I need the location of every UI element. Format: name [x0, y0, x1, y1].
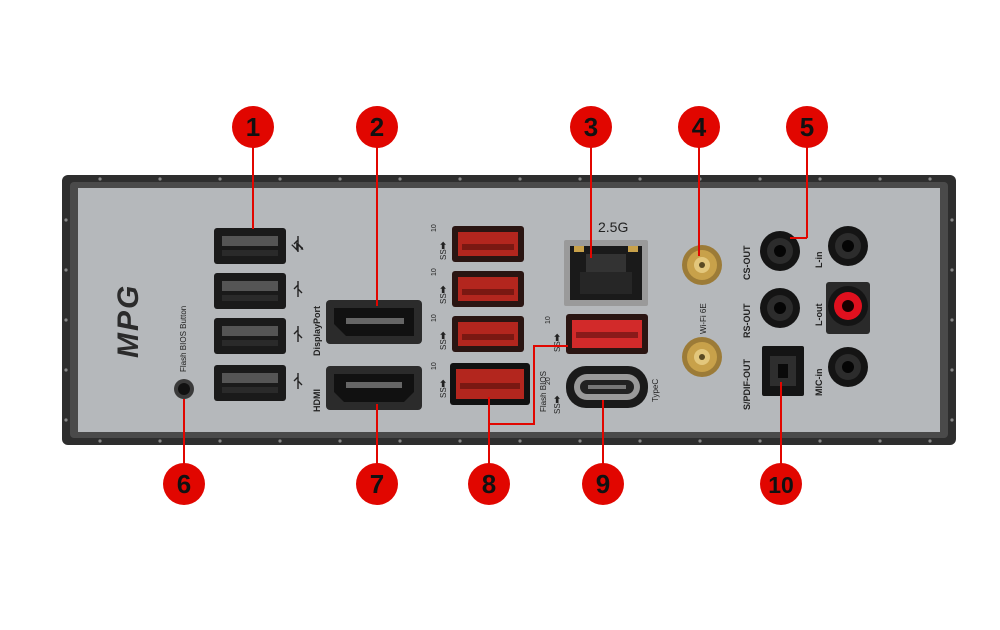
callout-9: 9 — [582, 463, 624, 505]
svg-text:8: 8 — [482, 469, 496, 499]
callout-6: 6 — [163, 463, 205, 505]
mpg-logo: MPG — [112, 284, 145, 358]
usb-a-port[interactable] — [214, 273, 286, 309]
callout-7: 7 — [356, 463, 398, 505]
callout-8: 8 — [468, 463, 510, 505]
lan-speed-label: 2.5G — [598, 219, 628, 235]
usb-a-port-red[interactable] — [566, 314, 648, 354]
svg-text:1: 1 — [246, 112, 260, 142]
flash-bios-label: Flash BIOS — [539, 371, 548, 412]
svg-text:10: 10 — [768, 472, 794, 498]
usb-a-port[interactable] — [214, 365, 286, 401]
mic-in-label: MIC-in — [814, 369, 824, 397]
usb-a-port-flash-bios[interactable] — [450, 363, 530, 405]
svg-text:3: 3 — [584, 112, 598, 142]
usb-trident-icons — [293, 236, 303, 389]
audio-jack-line-out[interactable] — [826, 282, 870, 334]
usb-a-port-red[interactable] — [452, 226, 524, 262]
line-out-label: L-out — [814, 304, 824, 327]
callout-3: 3 — [570, 106, 612, 148]
cs-out-label: CS-OUT — [742, 245, 752, 280]
svg-text:7: 7 — [370, 469, 384, 499]
displayport-label: DisplayPort — [312, 306, 322, 356]
svg-text:5: 5 — [800, 112, 814, 142]
svg-text:SS⮕: SS⮕ — [553, 395, 562, 414]
audio-jack-mic-in[interactable] — [828, 347, 868, 387]
hdmi-label: HDMI — [312, 389, 322, 412]
audio-jack-line-in[interactable] — [828, 226, 868, 266]
line-in-label: L-in — [814, 252, 824, 269]
svg-text:SS⮕: SS⮕ — [439, 285, 448, 304]
svg-text:2: 2 — [370, 112, 384, 142]
svg-text:10: 10 — [545, 316, 552, 324]
wifi-antenna-connector[interactable] — [682, 337, 722, 377]
displayport-port[interactable] — [326, 300, 422, 344]
svg-text:9: 9 — [596, 469, 610, 499]
svg-text:4: 4 — [692, 112, 707, 142]
usb-a-port-red[interactable] — [452, 316, 524, 352]
callout-1: 1 — [232, 106, 274, 148]
hdmi-port[interactable] — [326, 366, 422, 410]
svg-text:10: 10 — [431, 314, 438, 322]
svg-text:20: 20 — [545, 377, 552, 385]
usb-a-red-group — [450, 226, 530, 405]
wifi-antenna-connector[interactable] — [682, 245, 722, 285]
audio-jack-cs-out[interactable] — [760, 231, 800, 271]
svg-text:6: 6 — [177, 469, 191, 499]
svg-text:SS⮕: SS⮕ — [439, 331, 448, 350]
ethernet-port[interactable] — [564, 240, 648, 306]
svg-text:SS⮕: SS⮕ — [439, 379, 448, 398]
callout-lines — [183, 146, 808, 466]
frame-dots — [64, 177, 954, 443]
svg-text:SS⮕: SS⮕ — [553, 333, 562, 352]
svg-text:10: 10 — [431, 268, 438, 276]
flash-bios-button[interactable] — [178, 383, 190, 395]
rs-out-label: RS-OUT — [742, 303, 752, 338]
usb-a-black-group — [214, 228, 286, 401]
usb-a-port-red[interactable] — [452, 271, 524, 307]
svg-text:10: 10 — [431, 362, 438, 370]
callout-5: 5 — [786, 106, 828, 148]
svg-text:10: 10 — [431, 224, 438, 232]
usb-a-port[interactable] — [214, 318, 286, 354]
usb-a-port[interactable] — [214, 228, 286, 264]
superspeed-labels: SS⮕ 10 SS⮕ 10 SS⮕ 10 SS⮕ 10 SS⮕ 10 SS⮕ 2… — [431, 224, 562, 414]
audio-jack-rs-out[interactable] — [760, 288, 800, 328]
svg-text:SS⮕: SS⮕ — [439, 241, 448, 260]
spdif-out-label: S/PDIF-OUT — [742, 358, 752, 410]
spdif-out-port[interactable] — [762, 346, 804, 396]
usb-type-c-port[interactable] — [566, 366, 648, 408]
callout-2: 2 — [356, 106, 398, 148]
wifi-label: Wi-Fi 6E — [699, 303, 708, 334]
typec-label: TypeC — [651, 379, 660, 402]
callout-10: 10 — [760, 463, 802, 505]
flash-bios-button-label: Flash BIOS Button — [179, 306, 188, 372]
callouts: 1 2 3 4 5 6 7 8 9 10 — [163, 106, 828, 505]
callout-4: 4 — [678, 106, 720, 148]
